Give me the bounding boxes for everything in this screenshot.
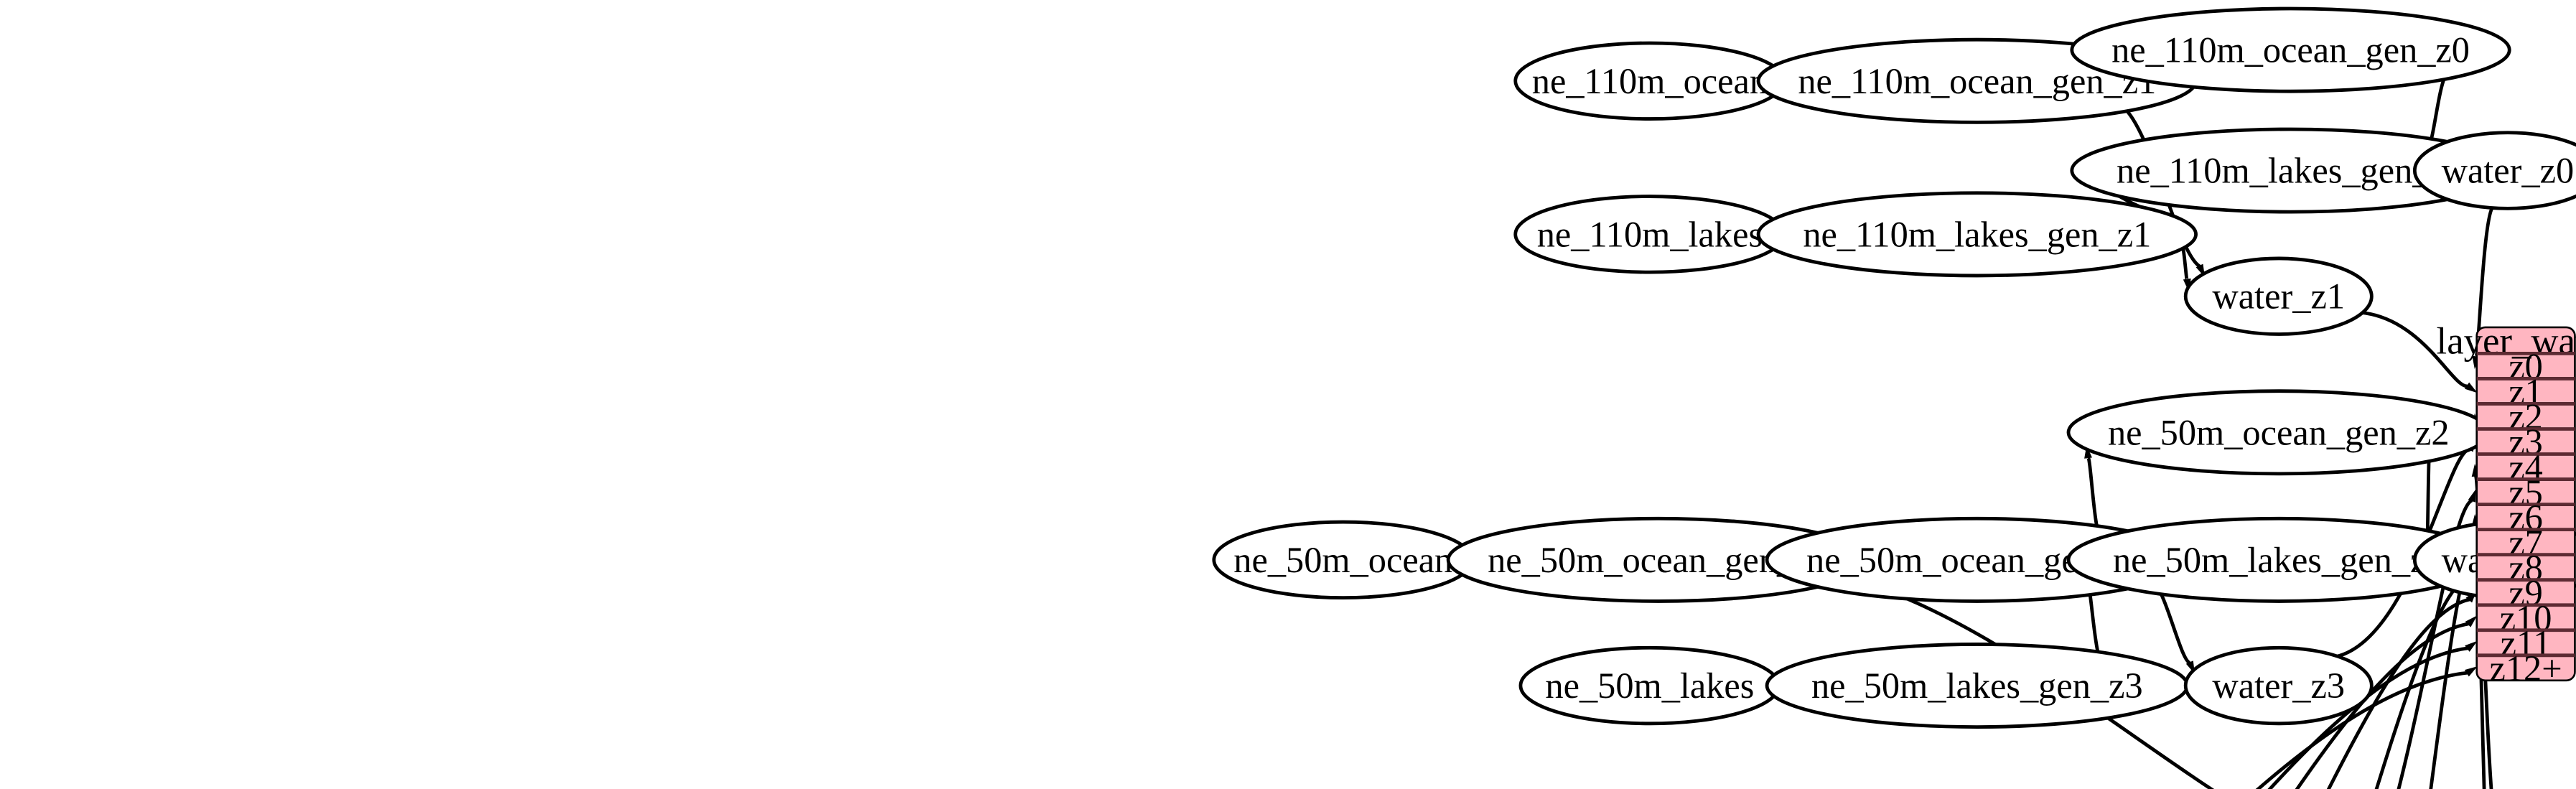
node-water_z3[interactable]: water_z3: [2183, 645, 2374, 726]
node-label: ne_50m_lakes_gen_z3: [1811, 666, 2143, 706]
node-ne_50m_lakes_gen_z2[interactable]: ne_50m_lakes_gen_z2: [2066, 516, 2491, 603]
node-ne_110m_lakes_gen_z1[interactable]: ne_110m_lakes_gen_z1: [1756, 191, 2198, 278]
node-water_z1[interactable]: water_z1: [2183, 256, 2374, 336]
layer-water-row-label: z12+: [2490, 648, 2562, 688]
node-ne_110m_ocean[interactable]: ne_110m_ocean: [1513, 41, 1786, 121]
node-label: ne_50m_lakes: [1545, 666, 1754, 706]
node-label: ne_110m_lakes_gen_z1: [1803, 214, 2151, 254]
node-ne_50m_lakes[interactable]: ne_50m_lakes: [1518, 645, 1781, 726]
edge-ne_50m_ocean_gen_z4-to-water_z4: [1845, 574, 2215, 789]
edge-water_z12-to-layer_water-z12+: [2255, 666, 2478, 789]
node-water_z0[interactable]: water_z0: [2412, 131, 2576, 210]
node-label: ne_110m_lakes_gen_z0: [2117, 151, 2465, 191]
node-label: ne_50m_lakes_gen_z2: [2113, 540, 2445, 580]
layer-water-box: layer_waterz0z1z2z3z4z5z6z7z8z9z10z11z12…: [2437, 320, 2576, 688]
node-label: water_z0: [2442, 151, 2575, 191]
node-ne_50m_lakes_gen_z3[interactable]: ne_50m_lakes_gen_z3: [1765, 643, 2189, 729]
node-label: ne_110m_lakes: [1537, 214, 1763, 254]
node-ne_50m_ocean[interactable]: ne_50m_ocean: [1212, 520, 1475, 600]
node-label: water_z1: [2212, 276, 2345, 317]
nodes-layer: imposm3osm_water_polygonosm_ocean_polygo…: [1212, 6, 2576, 729]
edge-water_z11-to-layer_water-z11: [2267, 640, 2478, 789]
node-label: ne_50m_ocean_gen_z2: [2108, 412, 2450, 452]
edge-water_z1-to-layer_water-z1: [2360, 310, 2478, 393]
layer-water-table[interactable]: layer_waterz0z1z2z3z4z5z6z7z8z9z10z11z12…: [2437, 320, 2576, 688]
node-label: water_z3: [2212, 666, 2345, 706]
node-ne_110m_ocean_gen_z0[interactable]: ne_110m_ocean_gen_z0: [2070, 6, 2511, 93]
edge-ne_50m_ocean_gen_z3-to-ne_50m_ocean_gen_z2: [2084, 445, 2099, 528]
node-ne_50m_ocean_gen_z2[interactable]: ne_50m_ocean_gen_z2: [2066, 389, 2491, 476]
node-label: ne_110m_ocean: [1532, 61, 1768, 101]
node-label: ne_50m_ocean: [1233, 540, 1452, 580]
node-ne_110m_lakes[interactable]: ne_110m_lakes: [1513, 195, 1786, 274]
node-label: ne_110m_ocean_gen_z0: [2111, 30, 2470, 70]
